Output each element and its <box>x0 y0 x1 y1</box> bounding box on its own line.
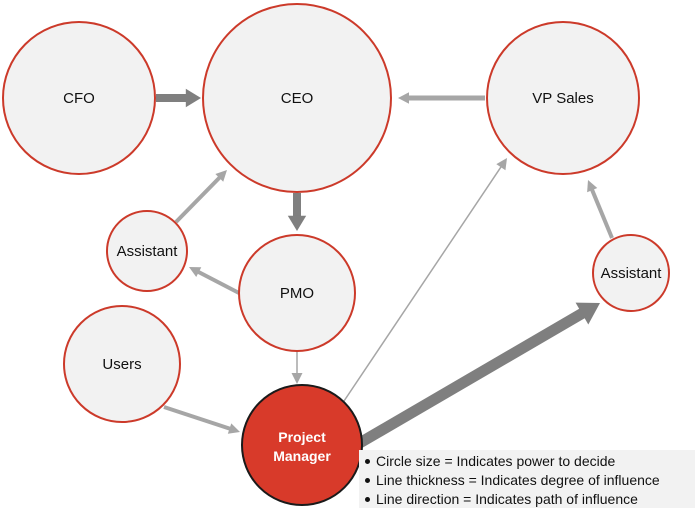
node-ceo: CEO <box>202 3 392 193</box>
edge-pmo-to-assistant-left-arrowhead <box>189 267 202 277</box>
node-ceo-label: CEO <box>281 90 314 107</box>
edge-project-manager-to-assistant-right <box>355 302 600 449</box>
bullet-icon <box>365 496 370 502</box>
edge-users-to-project-manager <box>163 405 240 434</box>
node-assistant-right-label: Assistant <box>601 265 663 282</box>
edge-users-to-project-manager-shaft <box>163 405 231 431</box>
legend-item-line-thickness: Line thickness = Indicates degree of inf… <box>363 471 695 490</box>
edge-vp-sales-to-ceo <box>398 92 485 104</box>
edge-project-manager-to-vp-sales <box>341 158 507 405</box>
edge-assistant-left-to-ceo-shaft <box>174 176 222 224</box>
edge-ceo-to-pmo-arrowhead <box>287 215 307 231</box>
edge-pmo-to-assistant-left <box>189 267 240 295</box>
edge-ceo-to-pmo <box>287 193 307 231</box>
node-project-manager: Project Manager <box>241 384 363 506</box>
edge-project-manager-to-assistant-right-arrowhead <box>575 302 600 325</box>
node-cfo-label: CFO <box>63 90 95 107</box>
legend-item-circle-size: Circle size = Indicates power to decide <box>363 452 695 471</box>
node-users: Users <box>63 305 181 423</box>
edge-pmo-to-project-manager-arrowhead <box>291 373 303 384</box>
node-project-manager-label-line1: Project <box>278 429 326 445</box>
edge-pmo-to-assistant-left-shaft <box>197 270 240 295</box>
bullet-icon <box>365 477 370 483</box>
legend-text-circle-size: Circle size = Indicates power to decide <box>376 453 616 469</box>
node-pmo: PMO <box>238 234 356 352</box>
influence-edges <box>156 88 614 449</box>
node-project-manager-label-line2: Manager <box>273 448 331 464</box>
edge-users-to-project-manager-arrowhead <box>227 423 240 434</box>
edge-pmo-to-project-manager <box>291 351 303 384</box>
node-vp-sales-label: VP Sales <box>532 90 593 107</box>
edge-vp-sales-to-ceo-arrowhead <box>398 92 409 104</box>
edge-assistant-left-to-ceo-arrowhead <box>215 170 227 182</box>
node-pmo-label: PMO <box>280 285 314 302</box>
edge-project-manager-to-vp-sales-arrowhead <box>496 158 507 171</box>
edge-project-manager-to-assistant-right-shaft <box>355 308 586 449</box>
edge-assistant-left-to-ceo <box>174 170 227 224</box>
node-cfo: CFO <box>2 21 156 175</box>
legend-text-line-thickness: Line thickness = Indicates degree of inf… <box>376 472 660 488</box>
edge-assistant-right-to-vp-sales-shaft <box>590 188 614 239</box>
legend-item-line-direction: Line direction = Indicates path of influ… <box>363 490 695 509</box>
legend-text-line-direction: Line direction = Indicates path of influ… <box>376 491 638 507</box>
edge-assistant-right-to-vp-sales-arrowhead <box>587 180 598 193</box>
node-assistant-left: Assistant <box>106 210 188 292</box>
edge-project-manager-to-vp-sales-shaft <box>341 166 502 405</box>
bullet-icon <box>365 458 370 464</box>
node-users-label: Users <box>102 356 141 373</box>
legend-box: Circle size = Indicates power to decide … <box>359 450 695 508</box>
edge-assistant-right-to-vp-sales <box>587 180 614 239</box>
node-assistant-left-label: Assistant <box>117 243 179 260</box>
edge-cfo-to-ceo <box>156 88 201 108</box>
edge-cfo-to-ceo-arrowhead <box>185 88 201 108</box>
node-vp-sales: VP Sales <box>486 21 640 175</box>
node-assistant-right: Assistant <box>592 234 670 312</box>
